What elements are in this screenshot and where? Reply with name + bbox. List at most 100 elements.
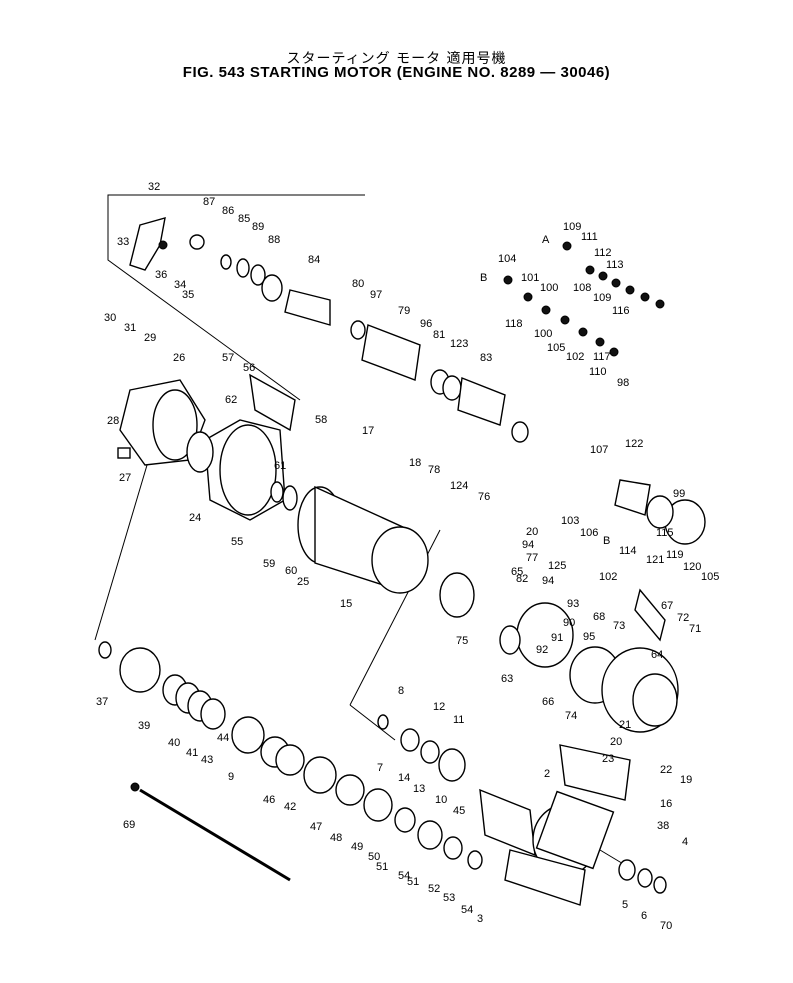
part-number-label: 94 xyxy=(542,575,554,587)
part-number-label: 53 xyxy=(443,892,455,904)
part-number-label: 109 xyxy=(593,292,611,304)
part-number-label: 54 xyxy=(461,904,473,916)
through-bolt xyxy=(130,782,291,882)
part-number-label: 92 xyxy=(536,644,548,656)
part-number-label: 16 xyxy=(660,798,672,810)
part-number-label: 15 xyxy=(340,598,352,610)
part-number-label: 70 xyxy=(660,920,672,932)
part-number-label: 60 xyxy=(285,565,297,577)
part-number-label: 38 xyxy=(657,820,669,832)
part-number-label: 63 xyxy=(501,673,513,685)
part-number-label: 120 xyxy=(683,561,701,573)
part-number-label: 102 xyxy=(566,351,584,363)
part-number-label: 18 xyxy=(409,457,421,469)
part-number-label: 100 xyxy=(540,282,558,294)
part-number-label: 113 xyxy=(606,259,624,271)
part-number-label: 26 xyxy=(173,352,185,364)
part-number-label: 72 xyxy=(677,612,689,624)
part-number-label: 48 xyxy=(330,832,342,844)
part-number-label: 25 xyxy=(297,576,309,588)
part-number-label: 19 xyxy=(680,774,692,786)
part-number-label: 24 xyxy=(189,512,201,524)
part-number-label: 73 xyxy=(613,620,625,632)
part-number-label: 108 xyxy=(573,282,591,294)
part-number-label: 55 xyxy=(231,536,243,548)
part-number-label: 124 xyxy=(450,480,468,492)
part-number-label: 87 xyxy=(203,196,215,208)
part-number-label: 43 xyxy=(201,754,213,766)
part-number-label: 52 xyxy=(428,883,440,895)
part-number-label: 47 xyxy=(310,821,322,833)
part-number-label: 40 xyxy=(168,737,180,749)
part-number-label: 105 xyxy=(547,342,565,354)
part-number-label: 106 xyxy=(580,527,598,539)
part-number-label: 17 xyxy=(362,425,374,437)
part-number-label: 9 xyxy=(228,771,234,783)
part-number-label: 107 xyxy=(590,444,608,456)
part-number-label: 110 xyxy=(589,366,607,378)
part-number-label: 54 xyxy=(398,870,410,882)
part-number-label: 8 xyxy=(398,685,404,697)
part-number-label: 3 xyxy=(477,913,483,925)
part-number-label: 21 xyxy=(619,719,631,731)
part-number-label: 31 xyxy=(124,322,136,334)
part-number-label: 79 xyxy=(398,305,410,317)
part-number-label: 49 xyxy=(351,841,363,853)
part-number-label: 81 xyxy=(433,329,445,341)
part-number-label: 27 xyxy=(119,472,131,484)
part-number-label: 100 xyxy=(534,328,552,340)
part-number-label: 59 xyxy=(263,558,275,570)
part-number-label: 69 xyxy=(123,819,135,831)
part-number-label: 56 xyxy=(243,362,255,374)
part-number-label: 20 xyxy=(610,736,622,748)
part-number-label: 95 xyxy=(583,631,595,643)
part-number-label: 119 xyxy=(666,549,684,561)
part-number-label: 114 xyxy=(619,545,637,557)
part-number-label: 102 xyxy=(599,571,617,583)
part-number-label: 7 xyxy=(377,762,383,774)
end-frame-parts xyxy=(439,479,706,733)
part-number-label: 77 xyxy=(526,552,538,564)
part-number-label: 20 xyxy=(526,526,538,538)
part-number-label: 2 xyxy=(544,768,550,780)
part-number-label: 64 xyxy=(651,649,663,661)
brush-hardware xyxy=(503,241,665,357)
part-number-label: 51 xyxy=(407,876,419,888)
part-number-label: 93 xyxy=(567,598,579,610)
part-number-label: 125 xyxy=(548,560,566,572)
part-number-label: 99 xyxy=(673,488,685,500)
part-number-label: 96 xyxy=(420,318,432,330)
part-number-label: 104 xyxy=(498,253,516,265)
part-number-label: 5 xyxy=(622,899,628,911)
part-number-label: 84 xyxy=(308,254,320,266)
part-number-label: 41 xyxy=(186,747,198,759)
part-number-label: 116 xyxy=(612,305,630,317)
solenoid-assembly xyxy=(129,217,529,443)
part-number-label: 91 xyxy=(551,632,563,644)
part-number-label: 111 xyxy=(581,231,598,243)
part-number-label: 82 xyxy=(516,573,528,585)
part-number-label: 37 xyxy=(96,696,108,708)
part-number-label: 13 xyxy=(413,783,425,795)
part-number-label: 22 xyxy=(660,764,672,776)
part-number-label: 97 xyxy=(370,289,382,301)
part-number-label: B xyxy=(603,535,610,547)
part-number-label: 109 xyxy=(563,221,581,233)
part-number-label: 45 xyxy=(453,805,465,817)
part-number-label: 68 xyxy=(593,611,605,623)
part-number-label: 88 xyxy=(268,234,280,246)
part-number-label: 80 xyxy=(352,278,364,290)
part-number-label: 90 xyxy=(563,617,575,629)
clutch-parts xyxy=(98,641,483,870)
part-number-label: 11 xyxy=(453,714,464,726)
part-number-label: 103 xyxy=(561,515,579,527)
part-number-label: 30 xyxy=(104,312,116,324)
part-number-label: 28 xyxy=(107,415,119,427)
part-number-label: 85 xyxy=(238,213,250,225)
part-number-label: 29 xyxy=(144,332,156,344)
part-number-label: 75 xyxy=(456,635,468,647)
part-number-label: 42 xyxy=(284,801,296,813)
part-number-label: 98 xyxy=(617,377,629,389)
part-number-label: 51 xyxy=(376,861,388,873)
